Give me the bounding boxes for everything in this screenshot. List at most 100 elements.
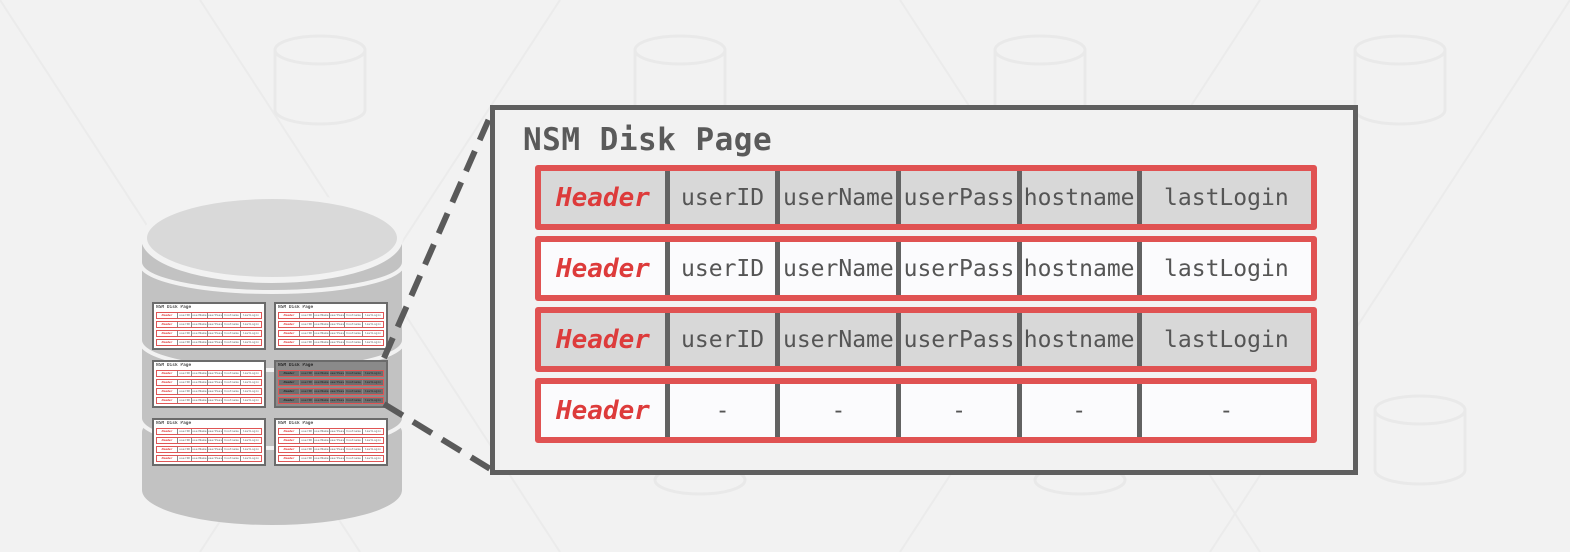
field-empty: - xyxy=(775,384,896,437)
mini-cell: lastLogin xyxy=(239,371,261,376)
mini-cell: userName xyxy=(191,438,207,443)
mini-cell: Header xyxy=(161,313,173,317)
mini-cell: userID xyxy=(299,429,312,434)
mini-cell: hostname xyxy=(344,380,362,385)
mini-cell: hostname xyxy=(344,398,362,403)
mini-cell: userID xyxy=(177,380,190,385)
mini-cell: lastLogin xyxy=(361,398,383,403)
mini-cell: Header xyxy=(283,371,295,375)
mini-cell: lastLogin xyxy=(361,429,383,434)
mini-cell: userID xyxy=(177,371,190,376)
tuple-row: Header userID userName userPass hostname… xyxy=(535,165,1317,230)
mini-cell: userPass xyxy=(206,456,223,461)
mini-cell: userPass xyxy=(206,398,223,403)
mini-cell: Header xyxy=(161,331,173,335)
mini-cell: userName xyxy=(313,447,329,452)
mini-cell: lastLogin xyxy=(239,389,261,394)
mini-cell: userName xyxy=(191,429,207,434)
tuple-header: Header xyxy=(555,182,650,213)
page-title: NSM Disk Page xyxy=(523,122,773,158)
mini-cell: userPass xyxy=(328,322,345,327)
mini-cell: userName xyxy=(313,429,329,434)
mini-cell: userID xyxy=(177,322,190,327)
mini-cell: lastLogin xyxy=(361,389,383,394)
mini-cell: Header xyxy=(283,380,295,384)
mini-cell: userID xyxy=(299,438,312,443)
mini-cell: Header xyxy=(161,380,173,384)
mini-cell: hostname xyxy=(344,371,362,376)
mini-cell: lastLogin xyxy=(361,456,383,461)
mini-cell: Header xyxy=(161,340,173,344)
mini-cell: Header xyxy=(283,398,295,402)
mini-cell: lastLogin xyxy=(239,322,261,327)
mini-cell: hostname xyxy=(344,389,362,394)
mini-cell: userPass xyxy=(206,322,223,327)
mini-cell: Header xyxy=(283,429,295,433)
mini-cell: lastLogin xyxy=(361,340,383,345)
mini-cell: Header xyxy=(161,456,173,460)
mini-page-title: NSM Disk Page xyxy=(278,421,314,426)
mini-cell: userID xyxy=(299,313,312,318)
mini-cell: hostname xyxy=(222,340,240,345)
mini-cell: userID xyxy=(177,447,190,452)
tuple-row: Header userID userName userPass hostname… xyxy=(535,307,1317,372)
mini-cell: userPass xyxy=(206,340,223,345)
tuple-header: Header xyxy=(555,395,650,426)
mini-cell: hostname xyxy=(344,331,362,336)
mini-cell: hostname xyxy=(344,313,362,318)
mini-cell: userName xyxy=(191,313,207,318)
mini-cell: lastLogin xyxy=(239,456,261,461)
mini-cell: userPass xyxy=(328,447,345,452)
mini-cell: hostname xyxy=(344,438,362,443)
field-userid: userID xyxy=(664,171,775,224)
mini-cell: userName xyxy=(191,340,207,345)
mini-cell: Header xyxy=(283,340,295,344)
mini-cell: userPass xyxy=(328,331,345,336)
mini-cell: hostname xyxy=(344,447,362,452)
mini-cell: userPass xyxy=(328,380,345,385)
mini-cell: Header xyxy=(283,438,295,442)
mini-page-title: NSM Disk Page xyxy=(156,305,192,310)
mini-cell: userName xyxy=(313,389,329,394)
mini-cell: userName xyxy=(313,438,329,443)
field-userpass: userPass xyxy=(896,313,1016,366)
field-hostname: hostname xyxy=(1016,242,1137,295)
mini-cell: userID xyxy=(299,340,312,345)
field-empty: - xyxy=(896,384,1016,437)
mini-cell: userID xyxy=(299,447,312,452)
mini-cell: lastLogin xyxy=(361,371,383,376)
mini-cell: Header xyxy=(283,447,295,451)
mini-cell: userName xyxy=(313,398,329,403)
mini-cell: userName xyxy=(313,371,329,376)
mini-cell: userPass xyxy=(328,313,345,318)
mini-cell: hostname xyxy=(222,389,240,394)
field-userid: userID xyxy=(664,242,775,295)
field-hostname: hostname xyxy=(1016,171,1137,224)
mini-cell: lastLogin xyxy=(361,380,383,385)
mini-cell: userName xyxy=(191,371,207,376)
field-empty: - xyxy=(664,384,775,437)
mini-cell: Header xyxy=(161,429,173,433)
mini-cell: lastLogin xyxy=(239,398,261,403)
tuple-header: Header xyxy=(555,253,650,284)
mini-cell: hostname xyxy=(222,438,240,443)
mini-cell: userPass xyxy=(206,371,223,376)
mini-cell: lastLogin xyxy=(361,313,383,318)
mini-cell: hostname xyxy=(344,340,362,345)
